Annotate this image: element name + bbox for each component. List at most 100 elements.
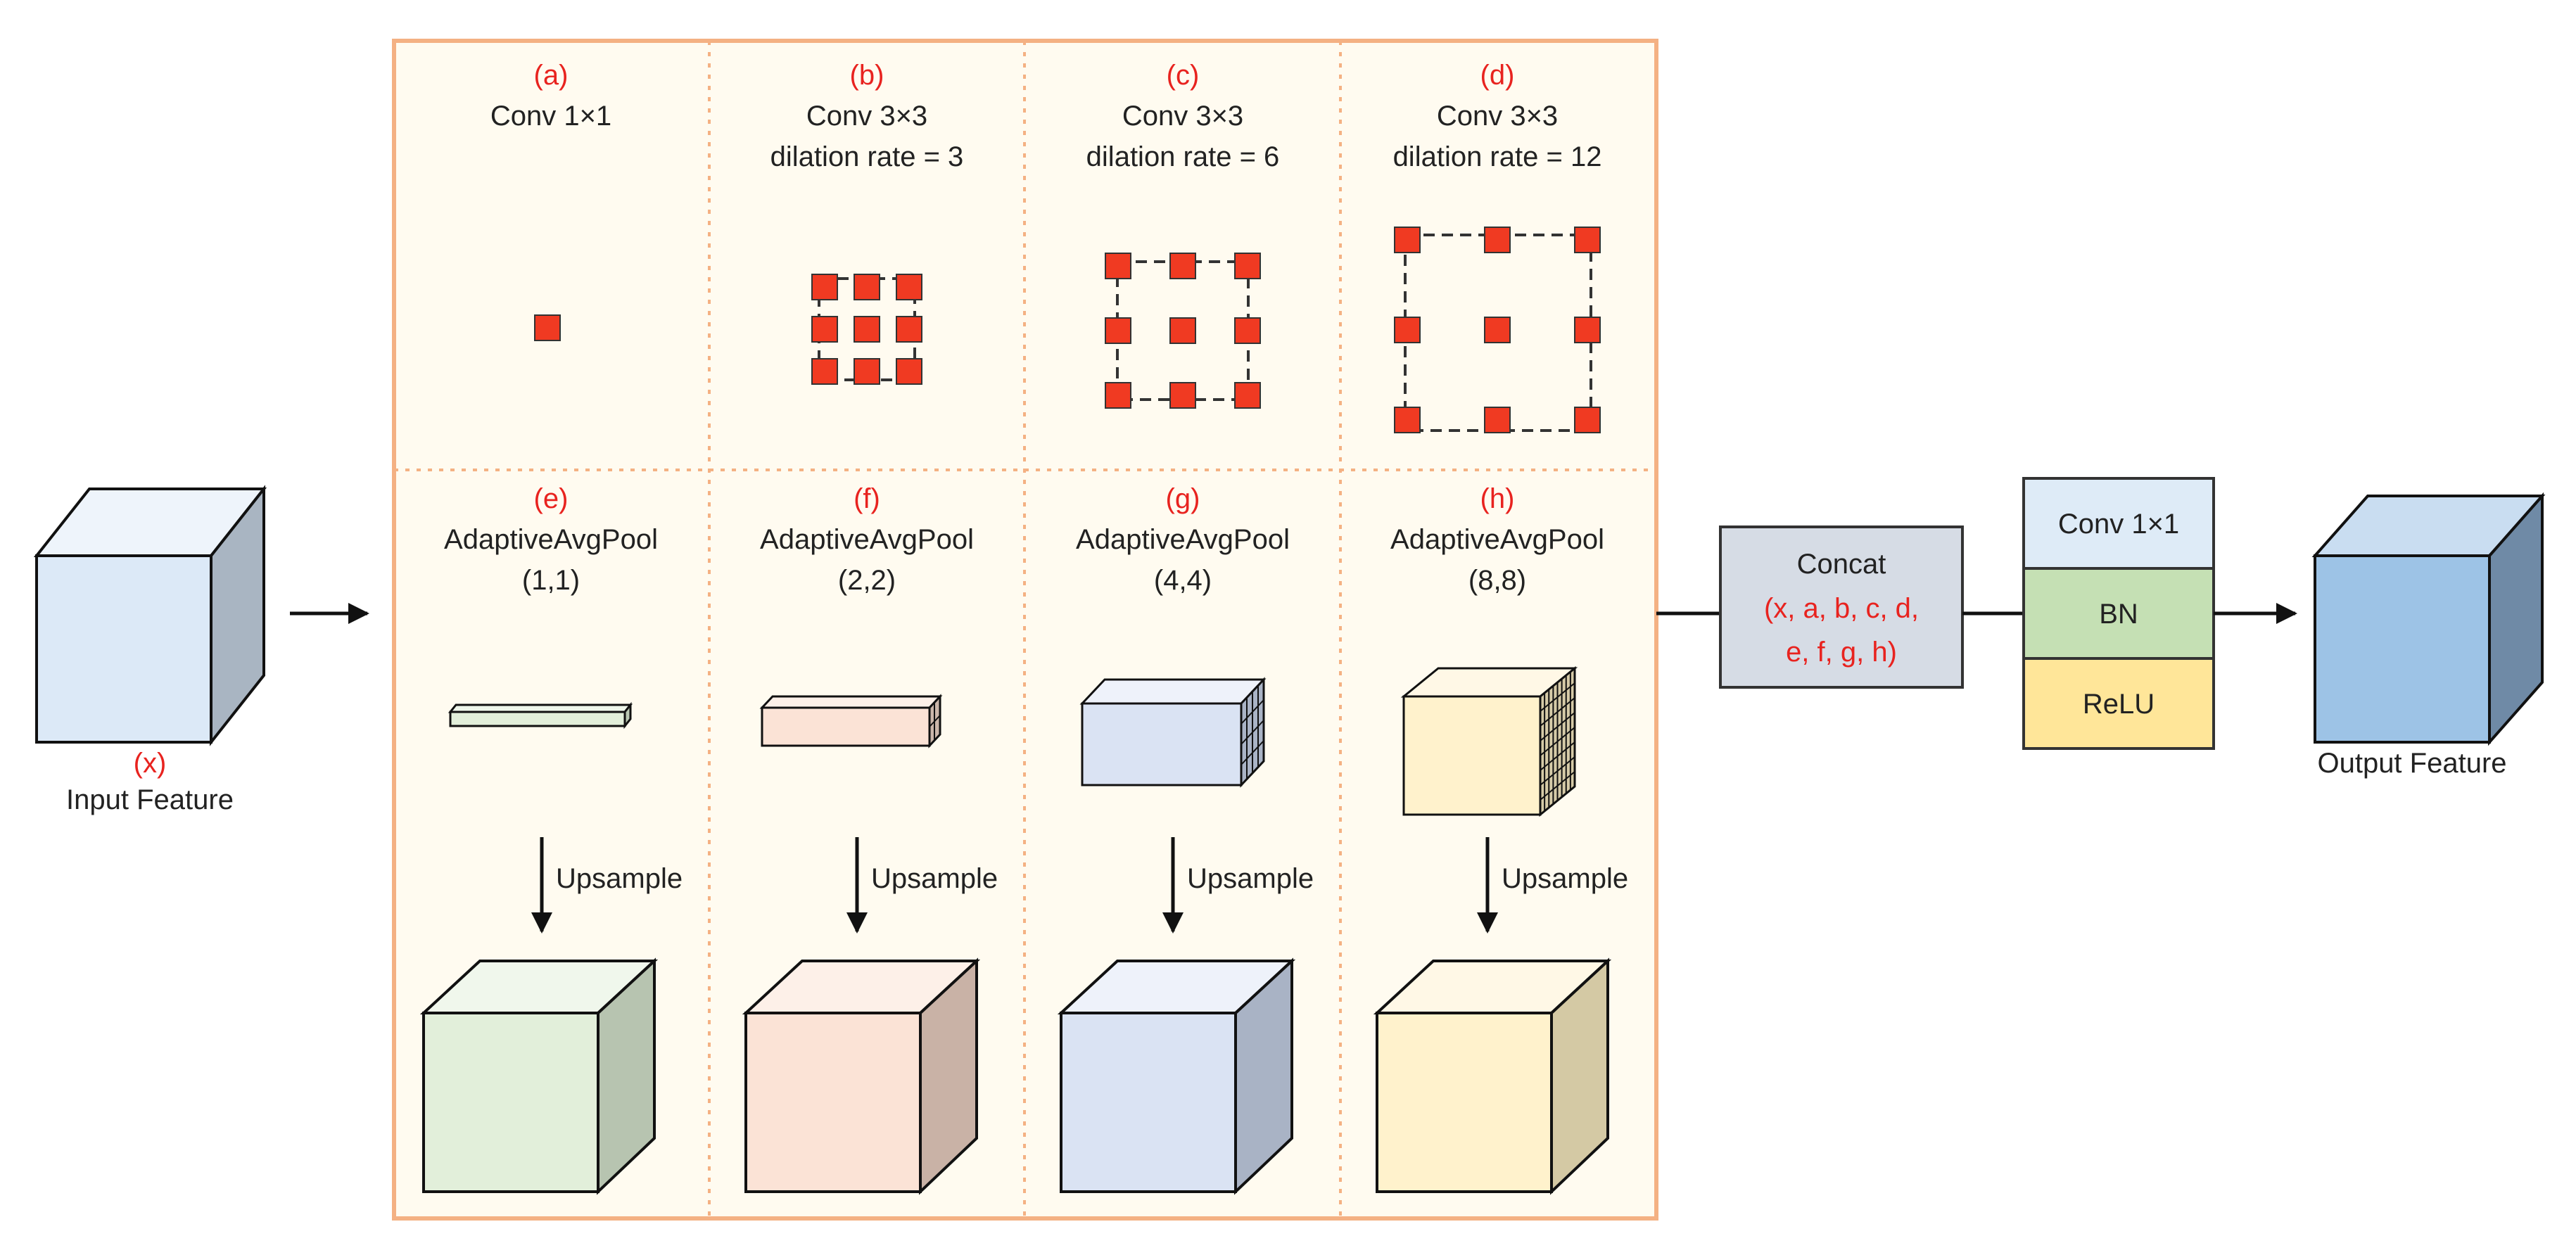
conv-branch-title: Conv 3×3 bbox=[1122, 101, 1243, 132]
kernel-cell bbox=[1169, 253, 1196, 279]
grid-line bbox=[1540, 741, 1575, 771]
pool-branch-marker: (f) bbox=[854, 483, 880, 514]
pool-branch-marker: (h) bbox=[1480, 483, 1515, 514]
upsample-label: Upsample bbox=[1187, 863, 1314, 894]
kernel-cell bbox=[1105, 253, 1131, 279]
kernel-cell bbox=[811, 274, 838, 300]
conv-branch-b: (b) Conv 3×3 dilation rate = 3 bbox=[770, 60, 964, 385]
kernel-cell bbox=[854, 316, 880, 343]
kernel-cell bbox=[896, 358, 922, 385]
output-feature: Output Feature bbox=[2311, 492, 2546, 779]
pooled-feature bbox=[759, 694, 943, 748]
conv-branch-c: (c) Conv 3×3 dilation rate = 6 bbox=[1086, 60, 1280, 409]
pool-branch-title: AdaptiveAvgPool bbox=[760, 524, 974, 555]
grid-line bbox=[1540, 727, 1575, 756]
concat-title: Concat bbox=[1797, 549, 1886, 580]
kernel-cell bbox=[1574, 407, 1601, 433]
channel-grid bbox=[1540, 672, 1575, 811]
grid-line bbox=[1241, 720, 1264, 745]
kernel-cell bbox=[1169, 317, 1196, 344]
head-layer-bn-label: BN bbox=[2099, 599, 2138, 630]
upsampled-cube bbox=[1373, 957, 1612, 1195]
input-feature: (x) Input Feature bbox=[33, 485, 267, 815]
kernel-cell bbox=[1234, 317, 1261, 344]
upsample-label: Upsample bbox=[556, 863, 683, 894]
pool-branch-size: (1,1) bbox=[522, 565, 580, 596]
kernel-cell bbox=[1574, 317, 1601, 343]
pool-branch-title: AdaptiveAvgPool bbox=[1390, 524, 1604, 555]
kernel-cell bbox=[811, 316, 838, 343]
conv-branch-title: Conv 3×3 bbox=[1437, 101, 1558, 132]
kernel-cell bbox=[1484, 407, 1511, 433]
pool-branch-size: (2,2) bbox=[838, 565, 896, 596]
concat-box bbox=[1719, 525, 1964, 689]
upsample-label: Upsample bbox=[1502, 863, 1628, 894]
upsampled-cube bbox=[1057, 957, 1296, 1195]
kernel-cell bbox=[896, 274, 922, 300]
conv-branch-d: (d) Conv 3×3 dilation rate = 12 bbox=[1393, 60, 1602, 433]
kernel-cell bbox=[1394, 227, 1421, 253]
pooled-feature bbox=[1400, 665, 1578, 817]
concat-items-line2: e, f, g, h) bbox=[1786, 637, 1897, 668]
pool-branch-g: (g) AdaptiveAvgPool (4,4) Upsample bbox=[1057, 483, 1314, 1195]
conv-branch-subtitle: dilation rate = 12 bbox=[1393, 141, 1602, 172]
kernel-cell bbox=[1169, 382, 1196, 409]
conv-branch-subtitle: dilation rate = 6 bbox=[1086, 141, 1280, 172]
kernel-cell bbox=[854, 274, 880, 300]
pool-branch-marker: (g) bbox=[1166, 483, 1200, 514]
kernel-cell bbox=[1394, 407, 1421, 433]
kernel-cell bbox=[854, 358, 880, 385]
pool-branch-size: (4,4) bbox=[1154, 565, 1212, 596]
conv-branch-title: Conv 3×3 bbox=[806, 101, 927, 132]
pool-branch-title: AdaptiveAvgPool bbox=[444, 524, 658, 555]
head-layer-bn bbox=[2022, 567, 2215, 660]
conv-branch-subtitle: dilation rate = 3 bbox=[770, 141, 964, 172]
conv-branch-marker: (a) bbox=[534, 60, 569, 91]
output-cube bbox=[2311, 492, 2546, 746]
kernel-cell bbox=[1394, 317, 1421, 343]
head-layer-conv-label: Conv 1×1 bbox=[2058, 509, 2179, 540]
pool-branch-h: (h) AdaptiveAvgPool (8,8) Upsample bbox=[1373, 483, 1628, 1195]
input-cube bbox=[33, 485, 267, 746]
pool-branch-size: (8,8) bbox=[1468, 565, 1526, 596]
input-marker: (x) bbox=[134, 748, 167, 779]
head-stack: Conv 1×1 BN ReLU bbox=[2022, 477, 2215, 750]
input-label: Input Feature bbox=[66, 784, 234, 815]
pool-branch-title: AdaptiveAvgPool bbox=[1076, 524, 1290, 555]
grid-line bbox=[1241, 740, 1264, 765]
pool-branch-marker: (e) bbox=[534, 483, 569, 514]
kernel-cell bbox=[1105, 382, 1131, 409]
grid-line bbox=[1540, 771, 1575, 801]
upsampled-cube bbox=[419, 957, 659, 1195]
pool-branch-f: (f) AdaptiveAvgPool (2,2) Upsample bbox=[742, 483, 998, 1195]
upsample-label: Upsample bbox=[871, 863, 998, 894]
kernel-cell bbox=[1484, 227, 1511, 253]
pooled-feature bbox=[448, 701, 633, 730]
kernel-cell bbox=[1234, 382, 1261, 409]
kernel-cell bbox=[811, 358, 838, 385]
kernel-grid bbox=[1105, 253, 1261, 409]
output-label: Output Feature bbox=[2317, 748, 2506, 779]
channel-grid bbox=[1241, 685, 1264, 779]
head-layer-conv bbox=[2022, 477, 2215, 570]
head-layer-relu bbox=[2022, 657, 2215, 750]
conv-branch-marker: (b) bbox=[850, 60, 884, 91]
kernel-cell bbox=[1484, 317, 1511, 343]
grid-line bbox=[1540, 756, 1575, 786]
kernel-cell bbox=[1234, 253, 1261, 279]
pooled-feature bbox=[1079, 677, 1267, 788]
kernel-grid bbox=[1394, 227, 1601, 433]
conv-branch-marker: (c) bbox=[1167, 60, 1200, 91]
conv-branch-marker: (d) bbox=[1480, 60, 1515, 91]
kernel-grid bbox=[811, 274, 922, 385]
concat-block: Concat (x, a, b, c, d, e, f, g, h) bbox=[1719, 525, 1964, 689]
conv-branch-title: Conv 1×1 bbox=[490, 101, 611, 132]
concat-items-line1: (x, a, b, c, d, bbox=[1764, 593, 1919, 624]
kernel-cell bbox=[896, 316, 922, 343]
upsampled-cube bbox=[742, 957, 981, 1195]
kernel-cell bbox=[1574, 227, 1601, 253]
head-layer-relu-label: ReLU bbox=[2083, 689, 2155, 720]
pool-branch-e: (e) AdaptiveAvgPool (1,1) Upsample bbox=[419, 483, 683, 1195]
kernel-cell bbox=[534, 314, 561, 341]
